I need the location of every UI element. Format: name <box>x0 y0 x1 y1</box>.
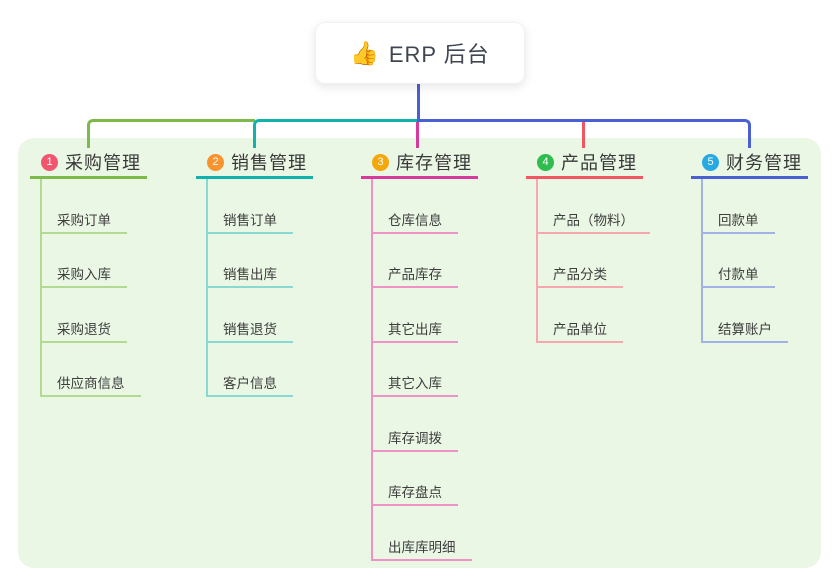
child-node[interactable]: 销售出库 <box>206 260 293 288</box>
child-node-label: 库存调拨 <box>388 430 442 446</box>
child-node-label: 产品库存 <box>388 267 442 283</box>
branch-children-connector <box>206 179 208 397</box>
branch-node-label: 采购管理 <box>65 153 141 173</box>
branch-node-4[interactable]: 4 产品管理 <box>526 148 643 179</box>
child-node[interactable]: 产品库存 <box>371 260 458 288</box>
child-node[interactable]: 产品（物料） <box>536 206 650 234</box>
child-node[interactable]: 库存调拨 <box>371 424 458 452</box>
child-node[interactable]: 结算账户 <box>701 315 788 343</box>
branch-number-badge: 1 <box>41 153 58 171</box>
child-node[interactable]: 其它出库 <box>371 315 458 343</box>
child-node[interactable]: 产品单位 <box>536 315 623 343</box>
child-node-label: 产品分类 <box>553 267 607 283</box>
child-node-label: 采购退货 <box>57 321 111 337</box>
branch-number-badge: 2 <box>207 153 224 171</box>
branch-node-3[interactable]: 3 库存管理 <box>361 148 478 179</box>
child-node[interactable]: 销售订单 <box>206 206 293 234</box>
child-node-label: 采购订单 <box>57 212 111 228</box>
child-node-label: 结算账户 <box>718 321 772 337</box>
child-node-label: 产品单位 <box>553 321 607 337</box>
branch-children-connector <box>371 179 373 561</box>
child-node-label: 仓库信息 <box>388 212 442 228</box>
child-node[interactable]: 采购订单 <box>40 206 127 234</box>
connector-branch-3 <box>416 122 419 148</box>
child-node-label: 其它入库 <box>388 376 442 392</box>
branch-node-label: 产品管理 <box>561 153 637 173</box>
child-node-label: 销售退货 <box>223 321 277 337</box>
child-node[interactable]: 产品分类 <box>536 260 623 288</box>
child-node[interactable]: 供应商信息 <box>40 369 141 397</box>
child-node[interactable]: 库存盘点 <box>371 478 458 506</box>
branch-node-label: 库存管理 <box>396 153 472 173</box>
child-node[interactable]: 采购入库 <box>40 260 127 288</box>
child-node[interactable]: 仓库信息 <box>371 206 458 234</box>
branch-number-badge: 3 <box>372 153 389 171</box>
root-node[interactable]: 👍 ERP 后台 <box>315 22 525 84</box>
child-node-label: 供应商信息 <box>57 376 125 392</box>
child-node-label: 产品（物料） <box>553 212 634 228</box>
branch-node-1[interactable]: 1 采购管理 <box>30 148 147 179</box>
root-connector <box>417 82 420 119</box>
child-node[interactable]: 回款单 <box>701 206 775 234</box>
child-node-label: 付款单 <box>718 267 759 283</box>
branch-children-connector <box>40 179 42 397</box>
child-node-label: 销售订单 <box>223 212 277 228</box>
child-node-label: 出库库明细 <box>388 539 456 555</box>
connector-branch-5 <box>417 119 751 148</box>
connector-branch-2 <box>253 119 418 148</box>
child-node-label: 回款单 <box>718 212 759 228</box>
connector-branch-1 <box>87 119 255 148</box>
branch-node-label: 销售管理 <box>231 153 307 173</box>
branch-node-2[interactable]: 2 销售管理 <box>196 148 313 179</box>
child-node-label: 库存盘点 <box>388 485 442 501</box>
branch-node-5[interactable]: 5 财务管理 <box>691 148 808 179</box>
child-node-label: 采购入库 <box>57 267 111 283</box>
child-node-label: 销售出库 <box>223 267 277 283</box>
child-node[interactable]: 付款单 <box>701 260 775 288</box>
branch-children-connector <box>536 179 538 343</box>
connector-branch-4 <box>582 122 585 148</box>
branch-node-label: 财务管理 <box>726 153 802 173</box>
child-node[interactable]: 客户信息 <box>206 369 293 397</box>
root-node-label: ERP 后台 <box>388 42 490 67</box>
thumbs-up-icon: 👍 <box>350 39 379 66</box>
child-node[interactable]: 销售退货 <box>206 315 293 343</box>
child-node-label: 客户信息 <box>223 376 277 392</box>
branch-number-badge: 5 <box>702 153 719 171</box>
child-node[interactable]: 其它入库 <box>371 369 458 397</box>
child-node-label: 其它出库 <box>388 321 442 337</box>
child-node[interactable]: 采购退货 <box>40 315 127 343</box>
branches-panel <box>18 138 821 568</box>
branch-number-badge: 4 <box>537 153 554 171</box>
branch-children-connector <box>701 179 703 343</box>
child-node[interactable]: 出库库明细 <box>371 533 472 561</box>
